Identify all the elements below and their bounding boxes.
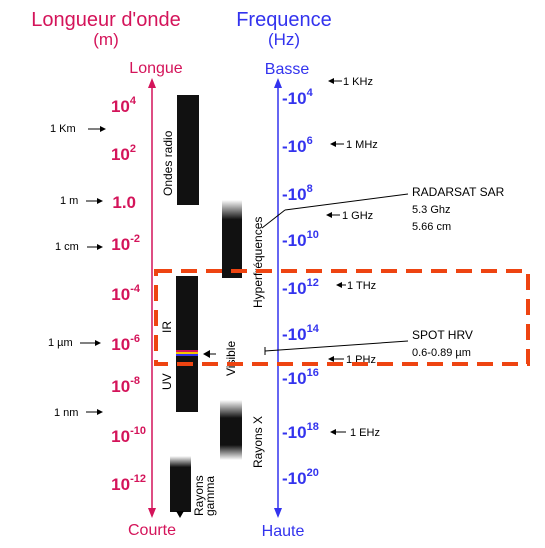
wavelength-top-label: Longue: [129, 60, 182, 77]
microwave-band-bar: [222, 200, 242, 278]
frequency-header-line2: (Hz): [268, 30, 300, 49]
frequency-tick-1e16: -1016: [282, 367, 319, 388]
frequency-tick-1e10: -1010: [282, 229, 319, 250]
frequency-bottom-label: Haute: [262, 523, 305, 540]
frequency-tick-1e8: -108: [282, 183, 313, 204]
wavelength-bottom-label: Courte: [128, 522, 176, 539]
visible-spectrum-strip: [176, 350, 198, 352]
wavelength-axis: [148, 78, 156, 518]
frequency-tick-1e14: -1014: [282, 323, 320, 344]
wavelength-markers: 1 Km 1 m 1 cm 1 µm 1 nm: [48, 123, 106, 419]
marker-1cm: 1 cm: [55, 241, 79, 253]
radarsat-frequency: 5.3 Ghz: [412, 204, 451, 216]
wavelength-tick-1e-2: 10-2: [111, 233, 140, 254]
wavelength-tick-1e-6: 10-6: [111, 333, 140, 354]
wavelength-tick-labels: 104 102 1.0 10-2 10-4 10-6 10-8 10-10 10…: [111, 95, 146, 494]
frequency-tick-labels: -104 -106 -108 -1010 -1012 -1014 -1016 -…: [282, 87, 320, 488]
frequency-header-line1: Frequence: [236, 9, 332, 31]
radarsat-wavelength: 5.66 cm: [412, 221, 451, 233]
ir-uv-band-bar: [176, 276, 198, 412]
spot-range: 0.6-0.89 µm: [412, 347, 471, 359]
marker-1ghz: 1 GHz: [342, 210, 373, 222]
xray-band-label: Rayons X: [251, 416, 265, 468]
wavelength-tick-1e-12: 10-12: [111, 473, 146, 494]
marker-1nm: 1 nm: [54, 407, 78, 419]
wavelength-tick-1e2: 102: [111, 143, 136, 164]
spot-title: SPOT HRV: [412, 328, 473, 342]
marker-1m: 1 m: [60, 195, 78, 207]
gamma-band-label-line1: Rayons: [192, 475, 206, 516]
uv-band-label: UV: [160, 373, 174, 390]
radarsat-annotation: RADARSAT SAR 5.3 Ghz 5.66 cm: [261, 185, 505, 233]
frequency-tick-1e12: -1012: [282, 277, 319, 298]
radio-band-label: Ondes radio: [161, 130, 175, 196]
visible-band-label: Visible: [224, 341, 238, 376]
wavelength-header-line1: Longueur d'onde: [31, 9, 181, 31]
marker-1ehz: 1 EHz: [350, 427, 380, 439]
marker-1khz: 1 KHz: [343, 76, 373, 88]
frequency-axis: [274, 78, 282, 518]
wavelength-header-line2: (m): [93, 30, 118, 49]
marker-1thz: 1 THz: [347, 280, 376, 292]
highlight-dashed-box: [154, 269, 530, 366]
microwave-band-label: Hyperfréquences: [251, 217, 265, 308]
visible-spectrum-strip-2: [176, 352, 198, 354]
gamma-down-arrow-icon: [176, 511, 184, 518]
wavelength-tick-1e4: 104: [111, 95, 137, 116]
frequency-tick-1e20: -1020: [282, 467, 319, 488]
marker-1km: 1 Km: [50, 123, 76, 135]
frequency-tick-1e6: -106: [282, 135, 313, 156]
wavelength-tick-1e-10: 10-10: [111, 425, 146, 446]
marker-1um: 1 µm: [48, 337, 73, 349]
radio-band-bar: [177, 95, 199, 205]
gamma-band-bar: [170, 456, 191, 512]
gamma-band-label-line2: gamma: [203, 476, 217, 516]
ir-band-label: IR: [160, 321, 174, 333]
frequency-markers: 1 KHz 1 MHz 1 GHz 1 THz 1 PHz 1 EHz: [326, 76, 380, 439]
wavelength-tick-1e-4: 10-4: [111, 283, 141, 304]
spot-annotation: SPOT HRV 0.6-0.89 µm: [264, 328, 473, 359]
xray-band-bar: [220, 400, 242, 460]
visible-spectrum-strip-3: [176, 354, 198, 356]
radarsat-title: RADARSAT SAR: [412, 185, 505, 199]
frequency-tick-1e4: -104: [282, 87, 314, 108]
wavelength-tick-1e-8: 10-8: [111, 375, 140, 396]
marker-1mhz: 1 MHz: [346, 139, 378, 151]
frequency-tick-1e18: -1018: [282, 421, 319, 442]
visible-arrow-icon: [203, 350, 210, 358]
frequency-top-label: Basse: [265, 61, 310, 78]
wavelength-tick-1e0: 1.0: [112, 193, 136, 212]
